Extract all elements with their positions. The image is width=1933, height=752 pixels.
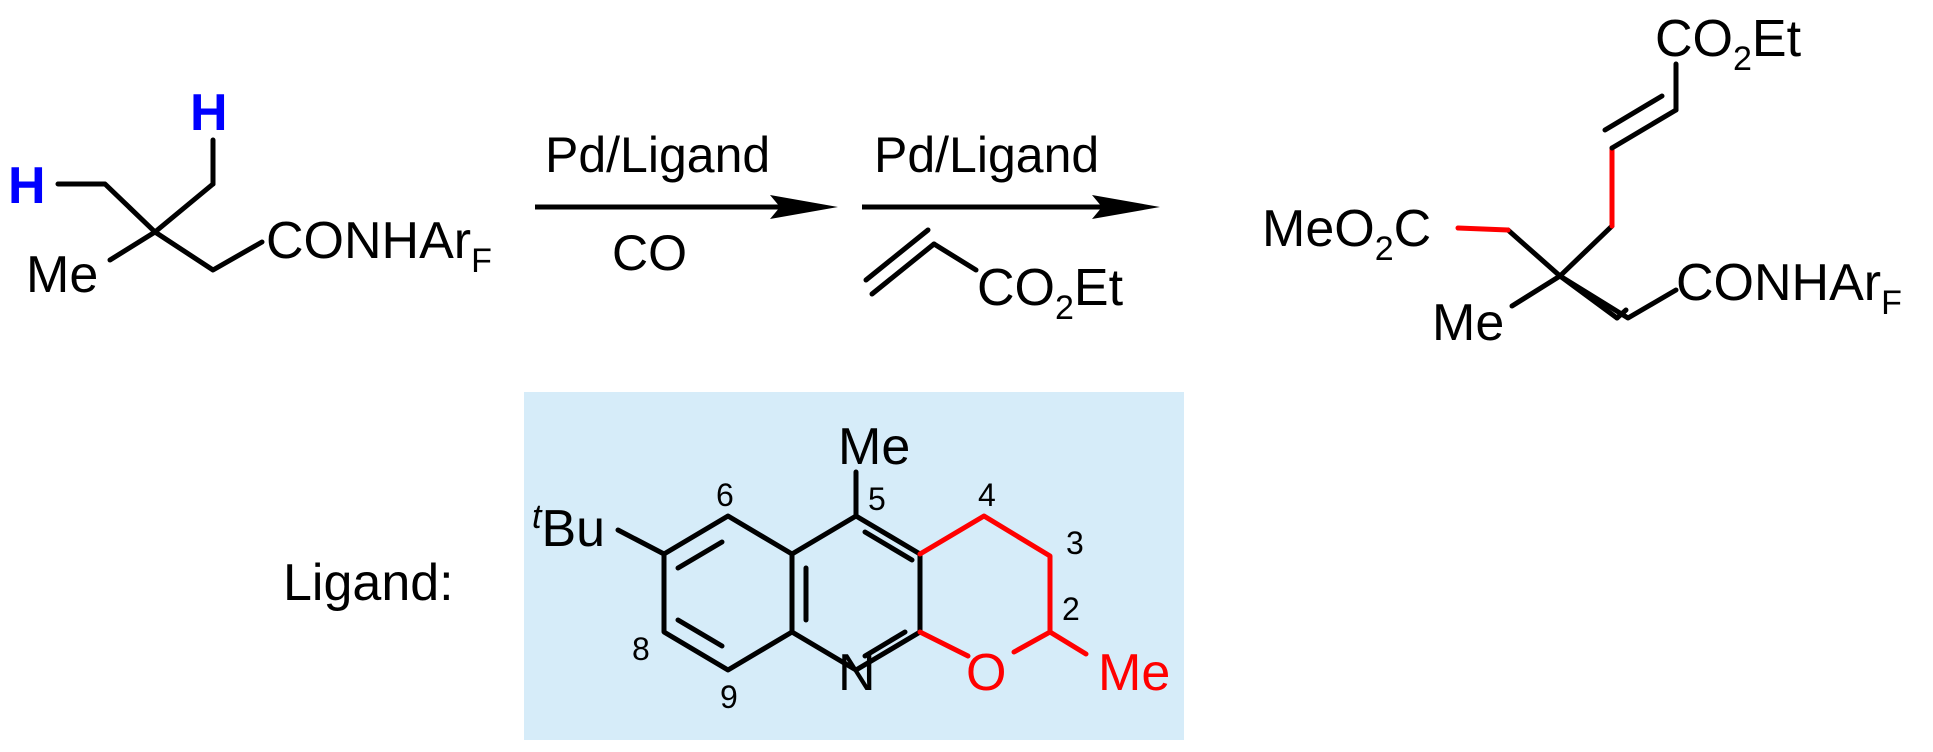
product-right-ch2-bond <box>1557 223 1615 279</box>
reactant-structure: H H Me CONHArF <box>8 84 492 304</box>
product-ester-top-co: CO <box>1655 10 1733 68</box>
reaction-arrow-2: Pd/Ligand CO2Et <box>862 127 1160 327</box>
ligand-highlight-background <box>524 392 1184 740</box>
ligand-tbu-bond <box>615 527 667 557</box>
acrylate-bond <box>869 241 937 297</box>
product-ester-top-tail: Et <box>1752 10 1802 68</box>
ligand-caption: Ligand: <box>283 554 454 612</box>
product-ester-top-label: CO2Et <box>1655 10 1802 78</box>
product-ester-left-label: MeO2C <box>1262 200 1431 268</box>
ligand-position-8: 8 <box>632 631 650 667</box>
acrylate-ester-subscript: 2 <box>1055 289 1074 327</box>
ligand-position-2: 2 <box>1062 591 1080 627</box>
step1-reagent-below: CO <box>612 225 687 281</box>
reactant-amide-subscript: F <box>471 242 492 280</box>
ligand-benzo-double-2 <box>675 617 725 649</box>
ligand-c5-methyl-label: Me <box>838 418 910 476</box>
reactant-h-top-label: H <box>190 84 228 142</box>
ethyl-acrylate-structure: CO2Et <box>863 227 1124 327</box>
acrylate-ester-label: CO2Et <box>977 259 1124 327</box>
ligand-pyridine-double-3 <box>862 629 908 659</box>
acrylate-double-bond-line <box>863 227 931 283</box>
acrylate-ester-co: CO <box>977 259 1055 317</box>
ligand-position-4: 4 <box>978 477 996 513</box>
product-ester-top-subscript: 2 <box>1733 40 1752 78</box>
ligand-methyl-bond <box>1047 629 1089 657</box>
ligand-red-methyl-label: Me <box>1098 644 1170 702</box>
ligand-oxygen-label: O <box>966 644 1006 702</box>
ligand-nitrogen-label: N <box>838 644 876 702</box>
ligand-box: Me tBu N O Me 6 5 4 3 2 8 9 <box>524 392 1184 740</box>
ligand-tbu-text: Bu <box>541 500 605 558</box>
ligand-pyridine-ring <box>789 513 923 673</box>
ligand-benzo-double-1 <box>675 539 725 571</box>
arrow-2-head <box>1092 195 1160 219</box>
reactant-amide-label: CONHArF <box>266 212 492 280</box>
ligand-tbu-superscript: t <box>532 498 543 536</box>
reactant-methyl-label: Me <box>26 246 98 304</box>
reactant-ch2-bond <box>152 181 216 235</box>
reactant-amide-text: CONHAr <box>266 212 471 270</box>
ligand-position-3: 3 <box>1066 525 1084 561</box>
product-structure: CO2Et MeO2C Me CONHArF <box>1262 10 1902 352</box>
ligand-position-5: 5 <box>868 481 886 517</box>
product-ester-left-tail: C <box>1394 200 1432 258</box>
product-methyl-bond <box>1509 273 1563 309</box>
product-ester-left-subscript: 2 <box>1375 230 1394 268</box>
ligand-tbu-label: tBu <box>532 498 605 558</box>
product-alkene-double-line <box>1602 93 1665 133</box>
product-amide-subscript: F <box>1881 284 1902 322</box>
reaction-arrow-1: Pd/Ligand CO <box>535 127 838 281</box>
product-ester-left-meo: MeO <box>1262 200 1375 258</box>
product-methyl-label: Me <box>1432 294 1504 352</box>
product-amide-chain <box>1557 273 1679 321</box>
product-amide-label: CONHArF <box>1676 254 1902 322</box>
product-alkene-bond <box>1609 107 1679 151</box>
arrow-1-head <box>770 195 838 219</box>
reactant-h-left-label: H <box>8 157 46 215</box>
product-left-ch2-bond <box>1505 227 1563 279</box>
acrylate-ester-tail: Et <box>1074 259 1124 317</box>
acrylate-ester-bond <box>931 241 979 273</box>
ligand-position-6: 6 <box>716 477 734 513</box>
step2-reagent-above: Pd/Ligand <box>874 127 1099 183</box>
reactant-methyl-bond <box>107 229 158 263</box>
ligand-pyran-ring-upper <box>917 513 1053 655</box>
ligand-position-9: 9 <box>720 679 738 715</box>
ligand-pyran-ring-o-bond <box>917 629 971 659</box>
step1-reagent-above: Pd/Ligand <box>545 127 770 183</box>
product-new-co-bond <box>1455 225 1511 233</box>
ligand-pyridine-double-2 <box>862 529 915 563</box>
product-amide-text: CONHAr <box>1676 254 1881 312</box>
